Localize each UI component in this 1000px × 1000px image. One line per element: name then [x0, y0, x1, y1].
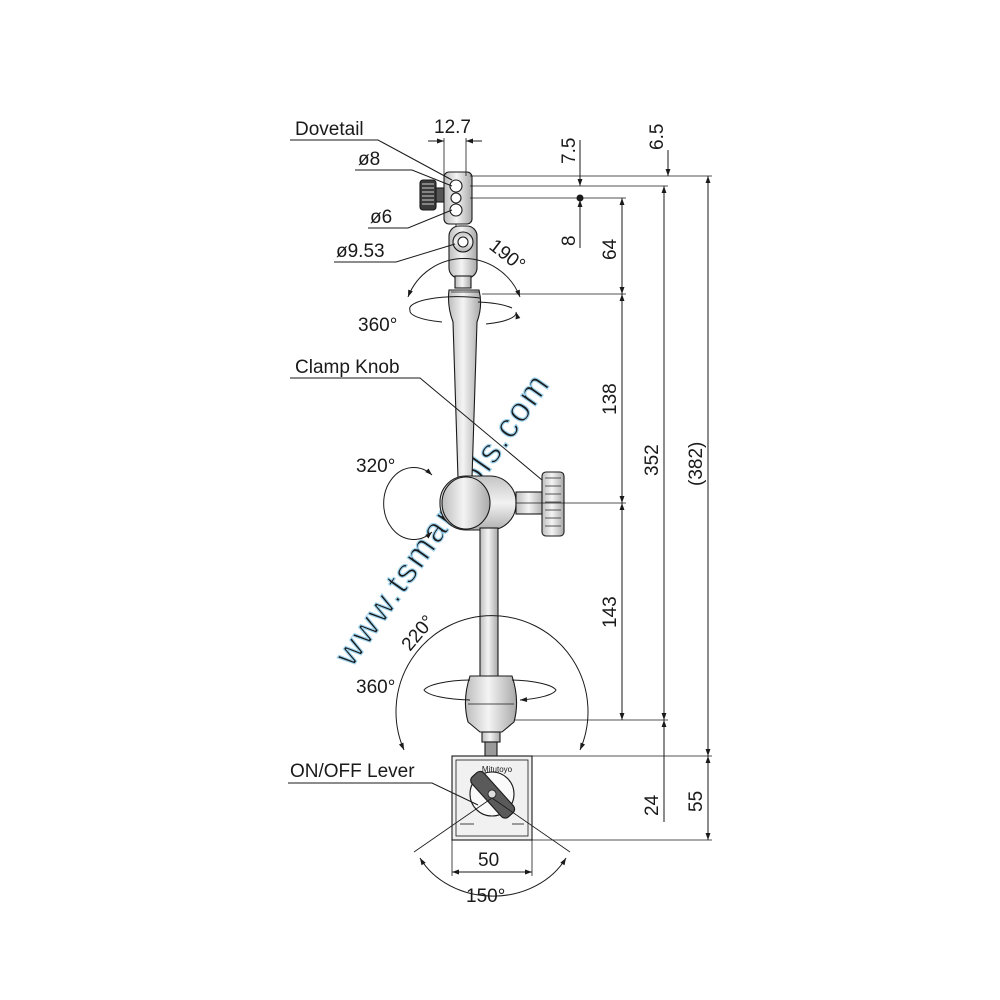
dim-7-5: 7.5 — [559, 138, 580, 164]
label-on-off-lever: ON/OFF Lever — [290, 761, 415, 782]
callouts: Dovetail ø8 ø6 ø9.53 Clamp Knob ON/OFF L… — [288, 119, 543, 806]
dim-64: 64 — [600, 238, 621, 260]
clamp-knob — [541, 471, 565, 537]
dim-382: (382) — [686, 442, 707, 486]
angle-320: 320° — [356, 456, 395, 477]
angle-220: 220° — [398, 612, 439, 656]
watermark-text: www.tsmartools.com — [327, 366, 558, 673]
lower-swivel-collar — [464, 675, 518, 757]
dim-352: 352 — [642, 444, 663, 476]
center-joint — [439, 475, 545, 531]
dim-143: 143 — [600, 596, 621, 628]
label-dia8: ø8 — [358, 149, 380, 170]
dim-8: 8 — [559, 235, 580, 246]
magnetic-base: Mitutoyo — [451, 755, 533, 841]
magnetic-stand: Mitutoyo — [419, 171, 565, 841]
label-dia953: ø9.53 — [336, 241, 385, 262]
label-clamp-knob: Clamp Knob — [295, 357, 400, 378]
dim-6-5: 6.5 — [647, 124, 668, 150]
label-dovetail: Dovetail — [295, 119, 364, 140]
dimension-lines: 12.7 7.5 8 6.5 64 138 143 352 — [428, 117, 712, 876]
angle-360-bottom: 360° — [356, 677, 395, 698]
lower-arm — [479, 527, 499, 679]
dim-12-7: 12.7 — [434, 117, 471, 138]
dovetail-holder — [419, 171, 473, 232]
angle-190: 190° — [485, 235, 529, 276]
dim-55: 55 — [686, 791, 707, 812]
angle-360-top: 360° — [358, 315, 397, 336]
base-brand-text: Mitutoyo — [482, 765, 513, 774]
angle-150: 150° — [466, 886, 505, 907]
dim-50: 50 — [478, 850, 499, 871]
dim-24: 24 — [642, 794, 663, 816]
label-dia6: ø6 — [370, 207, 392, 228]
top-swivel-joint — [448, 225, 478, 289]
dim-138: 138 — [600, 383, 621, 415]
